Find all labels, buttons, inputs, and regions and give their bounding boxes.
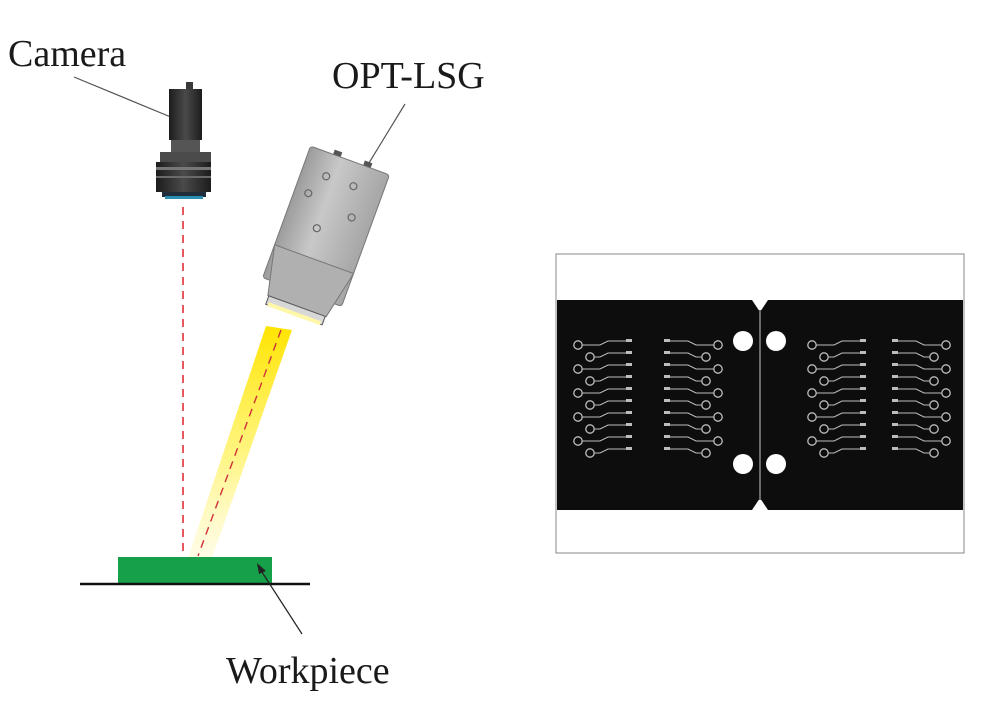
captured-image [555, 253, 965, 554]
light-axis [197, 329, 282, 557]
arrow-head [257, 563, 266, 574]
workpiece-block [118, 557, 272, 583]
workpiece-label: Workpiece [226, 650, 390, 692]
camera-label: Camera [8, 33, 126, 75]
light-label: OPT-LSG [332, 55, 485, 97]
camera-icon [156, 82, 211, 199]
line-light-source-icon [263, 146, 390, 326]
workpiece-arrow [259, 568, 303, 635]
camera-leader-line [73, 76, 179, 121]
